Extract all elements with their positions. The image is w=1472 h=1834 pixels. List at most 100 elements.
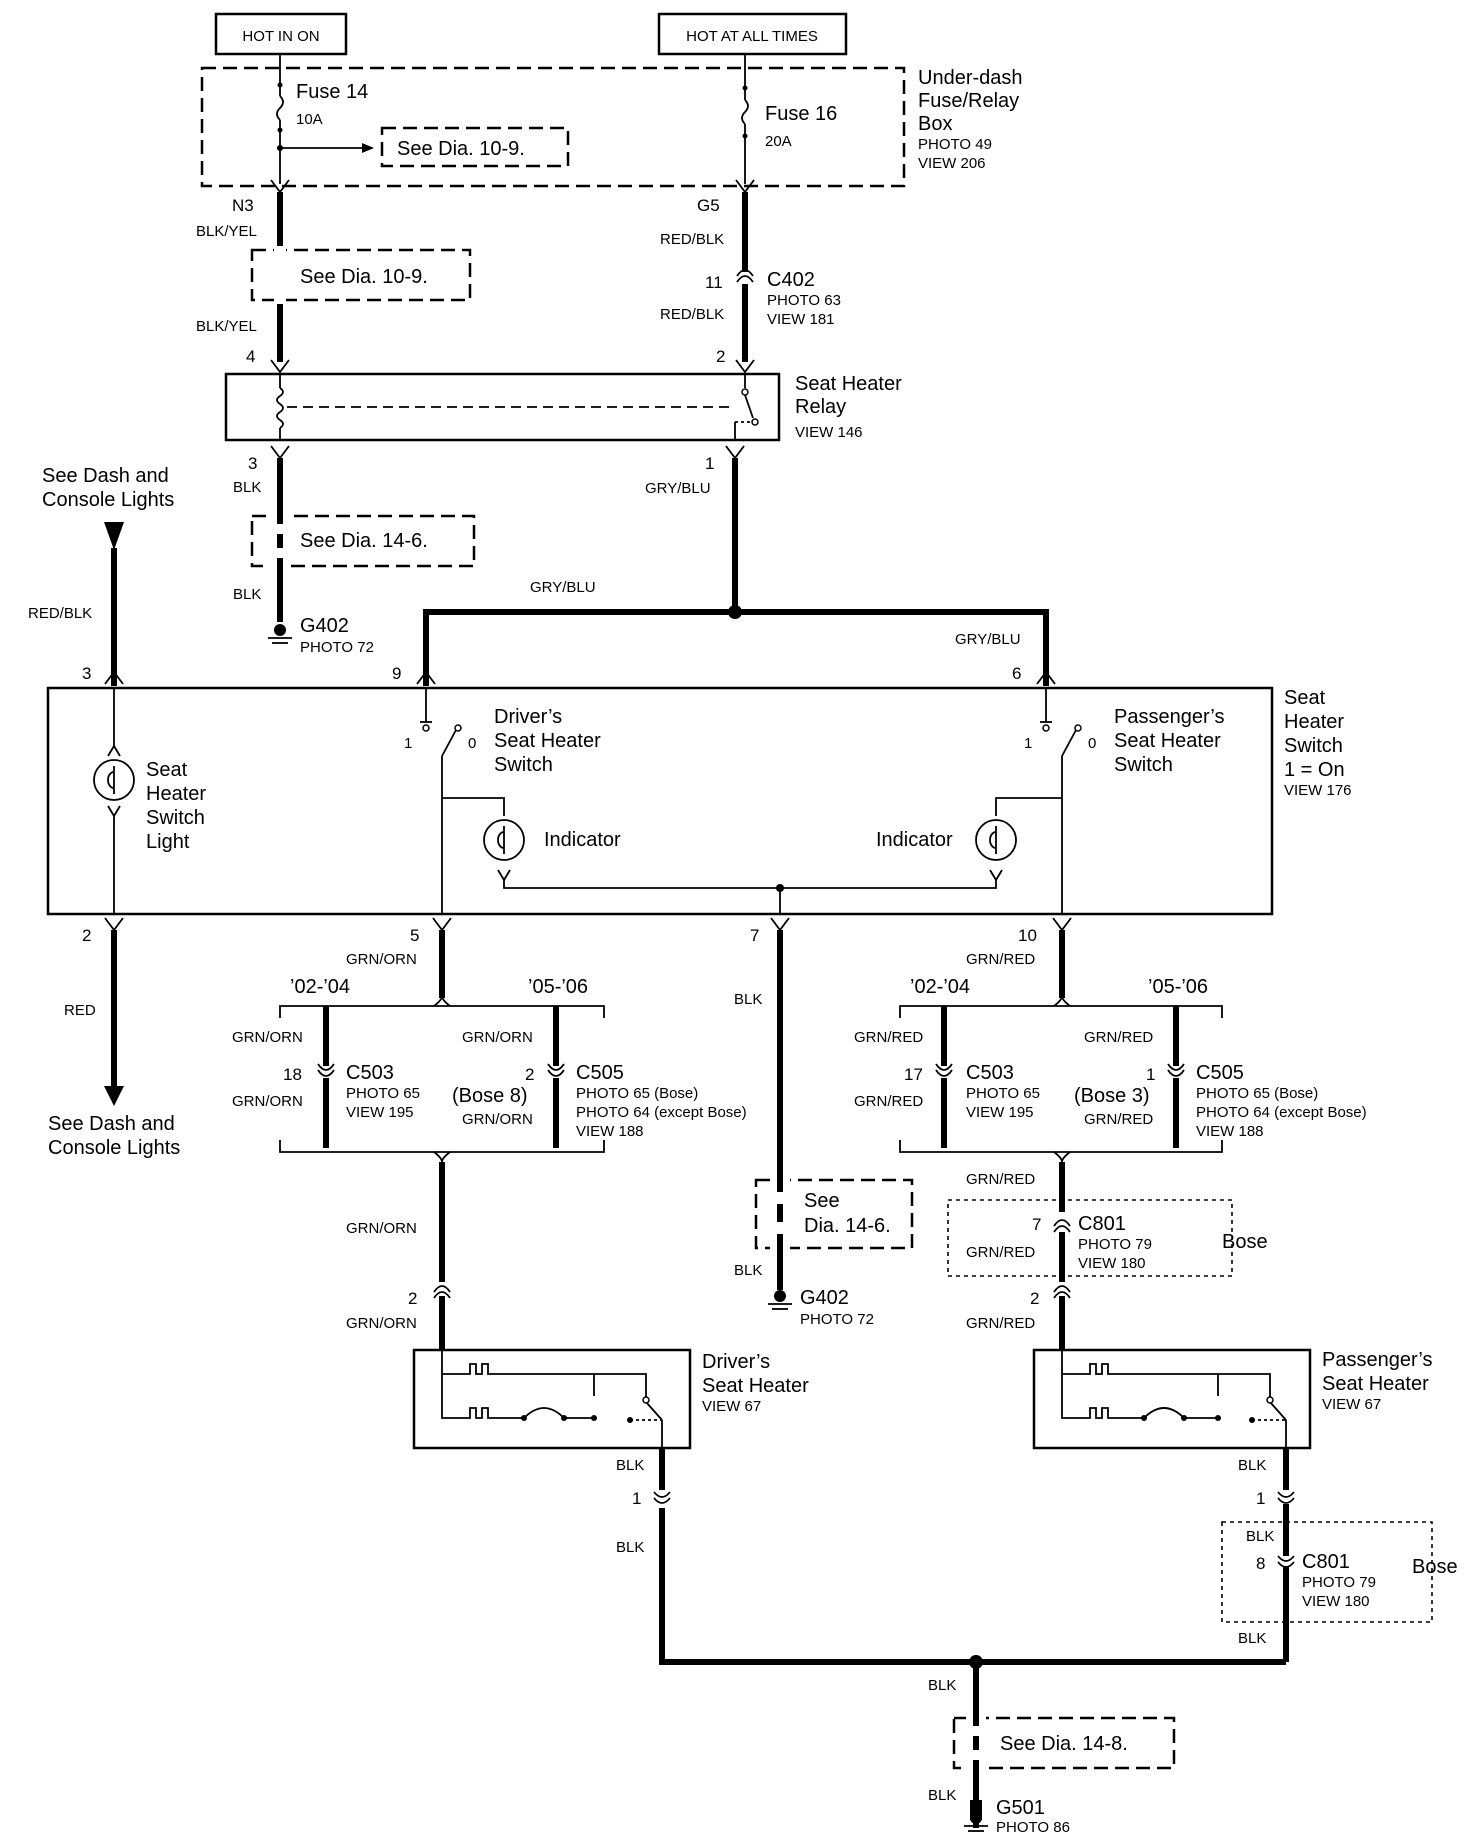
wire-label-blk-4: BLK — [616, 1539, 644, 1556]
dash-lights-top-1: See Dash and — [42, 465, 169, 487]
connector-c801-bottom — [1277, 1555, 1295, 1562]
relay-view: VIEW 146 — [795, 424, 863, 441]
drivers-seat-heater — [412, 1348, 692, 1450]
fuse-box-photo: PHOTO 49 — [918, 136, 992, 153]
fuse-box-title-2: Fuse/Relay — [918, 90, 1019, 112]
drivers-indicator-label: Indicator — [544, 829, 621, 851]
passengers-switch-icon[interactable] — [1040, 688, 1082, 914]
connector-c503-drv — [317, 1063, 335, 1071]
terminal-n3: N3 — [232, 196, 254, 215]
drivers-switch-pos-0: 0 — [468, 735, 476, 752]
wire-label-blk-5: BLK — [734, 991, 762, 1008]
wire-label-blk-10: BLK — [928, 1677, 956, 1694]
wire-label-grn-red-5: GRN/RED — [1084, 1111, 1153, 1128]
wire-label-grn-orn-1: GRN/ORN — [346, 951, 417, 968]
ref-box-14-8 — [952, 1716, 1176, 1770]
drivers-switch-label-1: Driver’s — [494, 706, 562, 728]
switch-unit-name-1: Seat — [1284, 687, 1326, 709]
drv-years-early: ’02-’04 — [290, 976, 350, 998]
passengers-switch-label-3: Switch — [1114, 754, 1173, 776]
wire-label-grn-orn-5: GRN/ORN — [462, 1111, 533, 1128]
c503-drv-pin: 18 — [283, 1065, 302, 1084]
wire-label-blk-8: BLK — [1246, 1528, 1274, 1545]
arrow-down-icon — [104, 1086, 124, 1106]
c801-bot-bose: Bose — [1412, 1556, 1458, 1578]
fuse-16-rating: 20A — [765, 133, 792, 150]
hot-in-on-label: HOT IN ON — [242, 28, 319, 45]
c402-photo: PHOTO 63 — [767, 292, 841, 309]
connector-c503-pas — [935, 1063, 953, 1071]
c801-top-bose: Bose — [1222, 1231, 1268, 1253]
switch-pin-9: 9 — [392, 664, 401, 683]
wire-label-grn-orn-7: GRN/ORN — [346, 1315, 417, 1332]
pas-heater-pin-bot: 1 — [1256, 1489, 1265, 1508]
wire-label-grn-red-1: GRN/RED — [966, 951, 1035, 968]
switch-light-4: Light — [146, 831, 190, 853]
connector-c402 — [736, 275, 754, 283]
wire-label-blk-7: BLK — [1238, 1457, 1266, 1474]
c801-bot-pin: 8 — [1256, 1554, 1265, 1573]
pas-heater-name-1: Passenger’s — [1322, 1349, 1432, 1371]
relay-pin-4: 4 — [246, 347, 255, 366]
ref-14-8: See Dia. 14-8. — [1000, 1733, 1128, 1755]
c503-pas-pin: 17 — [904, 1065, 923, 1084]
switch-light-2: Heater — [146, 783, 206, 805]
ground-g402-icon — [268, 624, 292, 644]
c801-bot-name: C801 — [1302, 1551, 1350, 1573]
wire-label-blk-11: BLK — [928, 1787, 956, 1804]
c503-pas-photo: PHOTO 65 — [966, 1085, 1040, 1102]
connector-c801-top — [1053, 1219, 1071, 1227]
switch-unit-name-4: 1 = On — [1284, 759, 1345, 781]
passengers-switch-label-1: Passenger’s — [1114, 706, 1224, 728]
wire-label-red-blk-2: RED/BLK — [660, 306, 724, 323]
drv-heater-name-1: Driver’s — [702, 1351, 770, 1373]
wire-gry-blu-split — [423, 609, 1049, 686]
wire-label-red: RED — [64, 1002, 96, 1019]
fuse-box-title-3: Box — [918, 113, 952, 135]
relay-coil-icon — [276, 374, 284, 440]
fuse-16-name: Fuse 16 — [765, 103, 837, 125]
switch-unit-view: VIEW 176 — [1284, 782, 1352, 799]
g402-name: G402 — [300, 615, 349, 637]
c505-pas-pin: 1 — [1146, 1065, 1155, 1084]
dash-lights-bottom-2: Console Lights — [48, 1137, 180, 1159]
switch-pin-7: 7 — [750, 926, 759, 945]
fuse-16 — [741, 70, 749, 184]
relay-pin-2: 2 — [716, 347, 725, 366]
wire-label-grn-orn-4: GRN/ORN — [462, 1029, 533, 1046]
switch-pin-10: 10 — [1018, 926, 1037, 945]
bose-box-c801-top — [947, 1199, 1233, 1277]
wire-label-gry-blu-1: GRY/BLU — [645, 480, 711, 497]
wire-label-grn-red-2: GRN/RED — [854, 1029, 923, 1046]
c402-pin: 11 — [705, 273, 723, 292]
c505-pas-bose: (Bose 3) — [1074, 1085, 1150, 1107]
arrow-down-icon — [104, 522, 124, 550]
hot-in-on-box — [214, 12, 348, 56]
wire-label-red-blk-3: RED/BLK — [28, 605, 92, 622]
ground-g402-icon — [768, 1290, 792, 1310]
switch-pin-2: 2 — [82, 926, 91, 945]
drivers-switch-label-3: Switch — [494, 754, 553, 776]
pas-heater-name-2: Seat Heater — [1322, 1373, 1429, 1395]
c402-name: C402 — [767, 269, 815, 291]
g501-name: G501 — [996, 1797, 1045, 1819]
wire-label-blk-3: BLK — [616, 1457, 644, 1474]
c505-drv-name: C505 — [576, 1062, 624, 1084]
relay-pin-1: 1 — [705, 454, 714, 473]
connector-drv-heater-bottom — [653, 1491, 671, 1498]
connector-c505-pas — [1167, 1063, 1185, 1071]
wire-label-grn-red-6: GRN/RED — [966, 1171, 1035, 1188]
c402-view: VIEW 181 — [767, 311, 835, 328]
connector-pas-heater — [1053, 1285, 1071, 1293]
drivers-switch-icon[interactable] — [420, 688, 462, 914]
relay-pin-3: 3 — [248, 454, 257, 473]
g501-photo: PHOTO 86 — [996, 1819, 1070, 1834]
c505-pas-view: VIEW 188 — [1196, 1123, 1264, 1140]
g402-photo: PHOTO 72 — [300, 639, 374, 656]
ref-box-14-6 — [250, 514, 476, 568]
bose-box-c801-bottom — [1221, 1521, 1433, 1623]
terminal-g5: G5 — [697, 196, 720, 215]
connector-pas-heater-bottom — [1277, 1491, 1295, 1498]
switch-pin-6: 6 — [1012, 664, 1021, 683]
hot-at-all-times-label: HOT AT ALL TIMES — [686, 28, 818, 45]
